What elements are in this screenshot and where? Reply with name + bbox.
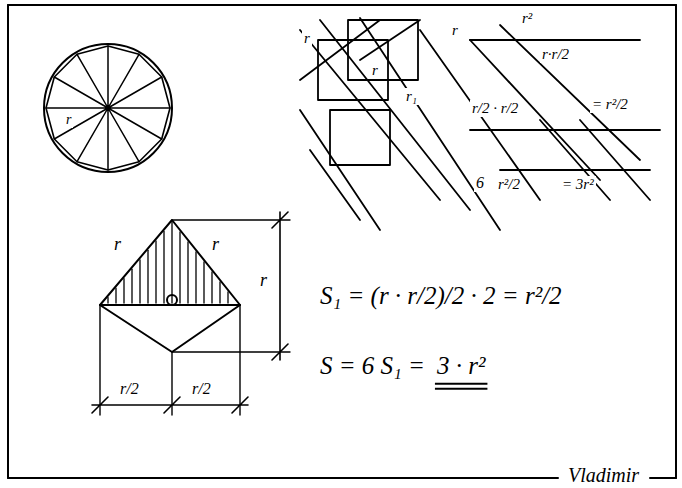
result-underline bbox=[435, 388, 487, 390]
sketch-note: r²/2 bbox=[496, 176, 522, 193]
extension-lines bbox=[100, 220, 290, 415]
hatch-line bbox=[163, 231, 164, 303]
dodecagon bbox=[46, 46, 170, 170]
sketch-note: = r²/2 bbox=[590, 96, 630, 113]
scribble-strokes bbox=[300, 18, 650, 230]
sketch-note: 6 bbox=[474, 174, 486, 192]
circle bbox=[44, 44, 172, 172]
hatch-line bbox=[203, 262, 204, 303]
formula: 3 · r² bbox=[435, 352, 487, 381]
dimension-line bbox=[92, 397, 248, 413]
circle-spokes bbox=[46, 46, 170, 170]
hatch-line bbox=[147, 250, 148, 303]
sketch-note: r bbox=[64, 112, 73, 128]
hatch-line bbox=[155, 241, 156, 303]
hatch-line bbox=[107, 298, 108, 303]
frame-line bbox=[8, 4, 676, 6]
scribble-rect bbox=[330, 110, 390, 165]
frame-line bbox=[675, 5, 677, 478]
kite bbox=[100, 220, 240, 352]
dimension-line bbox=[272, 212, 288, 360]
hatch-line bbox=[115, 288, 116, 303]
scribbles bbox=[300, 18, 660, 230]
sketch-note: = 3r² bbox=[560, 176, 596, 193]
scribble-strokes bbox=[470, 40, 660, 170]
sketch-note: r/2 · r/2 bbox=[470, 100, 520, 117]
frame-line bbox=[7, 5, 9, 478]
hatch-line bbox=[219, 282, 220, 303]
hatch-line bbox=[227, 292, 228, 303]
sketch-note: r₁ bbox=[404, 88, 419, 105]
hatch-line bbox=[179, 232, 180, 303]
formula: S₁ = (r · r/2)/2 · 2 = r²/2 bbox=[318, 282, 564, 311]
hatch-line bbox=[123, 279, 124, 303]
sketch-note: r bbox=[302, 30, 312, 47]
result-underline bbox=[435, 383, 487, 385]
hatch-line bbox=[131, 269, 132, 303]
hatch-line bbox=[211, 272, 212, 303]
dimension-label: r bbox=[210, 234, 221, 255]
formula: S = 6 S₁ = bbox=[318, 352, 427, 381]
dimension-label: r/2 bbox=[118, 380, 141, 398]
frame-line bbox=[650, 477, 676, 479]
dimension-label: r/2 bbox=[190, 380, 213, 398]
hatch-line bbox=[195, 252, 196, 303]
signature: Vladimir bbox=[566, 464, 641, 487]
sketch-note: r·r/2 bbox=[540, 46, 571, 63]
dimension-label: r bbox=[258, 270, 269, 291]
sketch-note: r² bbox=[520, 10, 534, 27]
dimension-label: r bbox=[112, 234, 123, 255]
frame-line bbox=[8, 477, 558, 479]
sketch-note: r bbox=[450, 22, 460, 39]
sketch-note: r bbox=[370, 62, 380, 79]
hatch-line bbox=[139, 260, 140, 303]
hatch-line bbox=[171, 222, 172, 303]
hatch-line bbox=[187, 242, 188, 303]
